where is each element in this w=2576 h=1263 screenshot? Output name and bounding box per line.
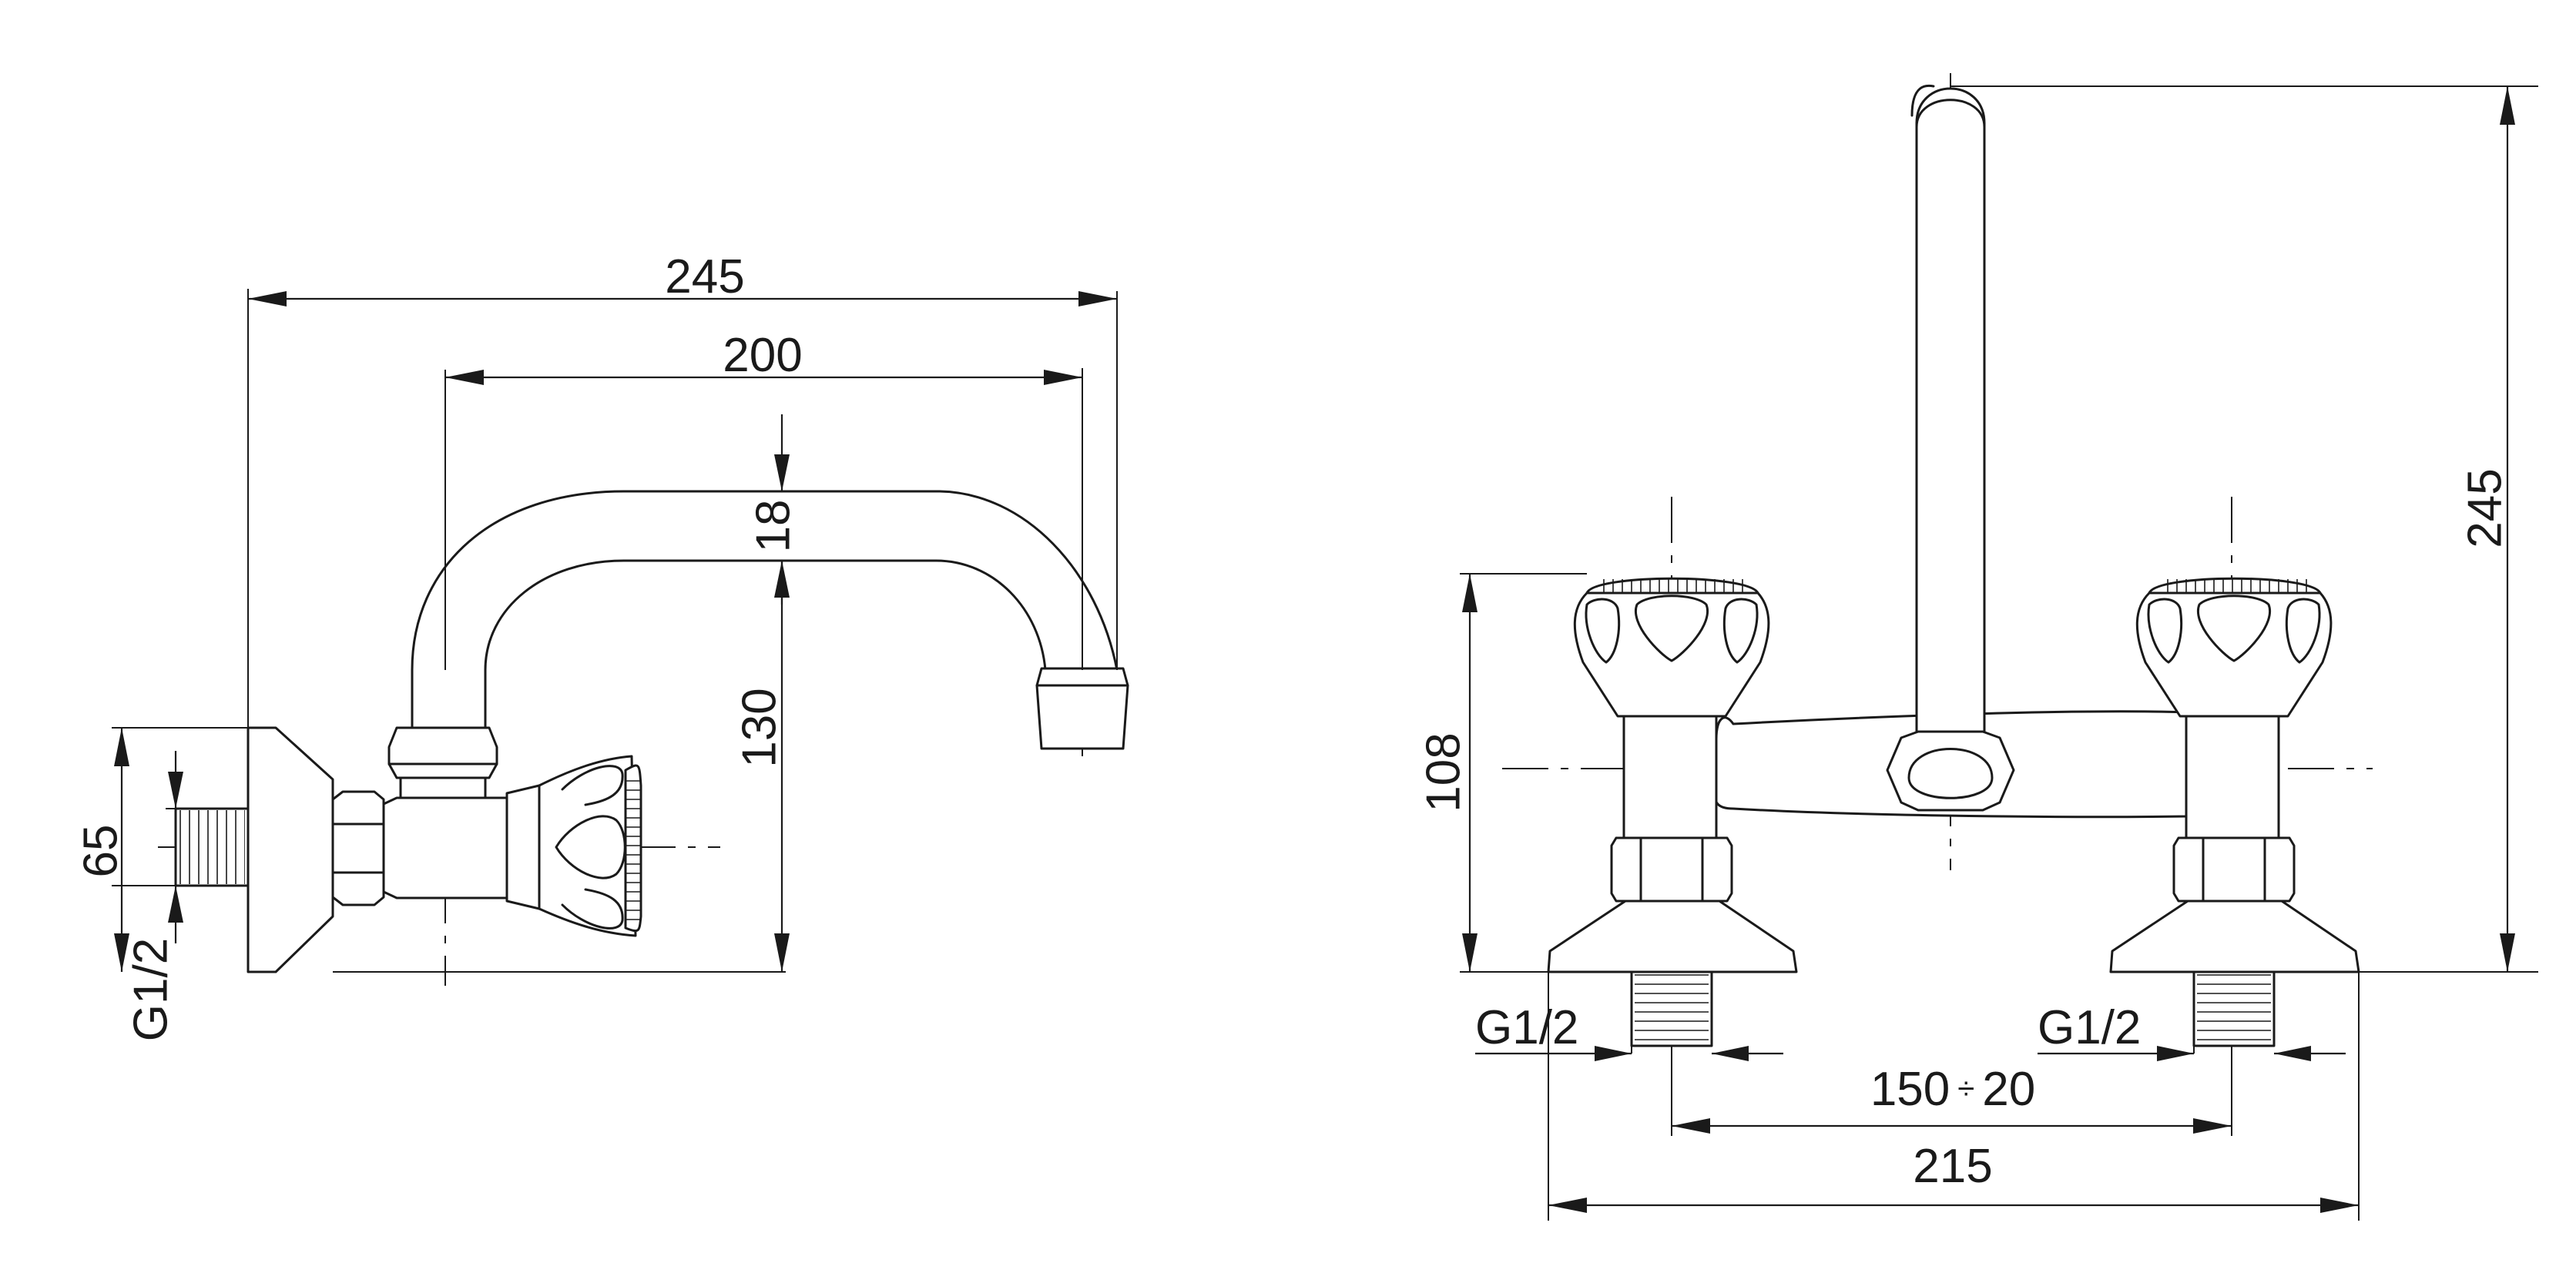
dim-wall-outlet-height: 65	[74, 728, 129, 972]
deck-tap-view: 245 108 G1/2 G1/2	[1417, 73, 2538, 1221]
dim-label-18: 18	[746, 500, 800, 553]
dim-label-g12-wall: G1/2	[124, 938, 177, 1041]
dim-label-245-deck: 245	[2458, 468, 2511, 548]
dim-label-215: 215	[1913, 1140, 1992, 1193]
right-valve-stem	[2185, 715, 2280, 839]
dim-wall-thread: G1/2	[124, 751, 183, 1041]
valve-handle	[538, 755, 637, 937]
handle-knurl	[626, 778, 641, 920]
dim-deck-thread-right: G1/2	[2038, 1001, 2346, 1061]
dim-wall-spout-reach: 200	[445, 329, 1082, 385]
wall-tap-view: 245 200 18 130 65	[74, 250, 1129, 1041]
dim-deck-spacing: 150÷20	[1672, 1063, 2232, 1134]
dim-label-150-20: 150÷20	[1870, 1063, 2035, 1116]
dim-wall-spout-height: 130	[733, 561, 790, 972]
dim-label-g12-right: G1/2	[2038, 1001, 2141, 1054]
left-valve-nut	[1610, 836, 1733, 903]
dim-deck-valve-height: 108	[1417, 574, 1478, 972]
dim-label-g12-left: G1/2	[1475, 1001, 1578, 1054]
dim-deck-height: 245	[2458, 86, 2515, 972]
dim-label-130: 130	[733, 688, 786, 767]
handle-lobe-bottom	[561, 888, 624, 930]
right-valve-assembly	[2109, 577, 2360, 1047]
dim-label-200: 200	[723, 329, 802, 382]
riser-spout	[1915, 87, 1986, 779]
left-valve-assembly	[1547, 577, 1798, 1047]
left-valve-handle	[1573, 591, 1770, 718]
dim-deck-thread-left: G1/2	[1475, 1001, 1783, 1061]
spacing-tolerance-sign: ÷	[1957, 1072, 1974, 1106]
right-valve-flange	[2109, 900, 2360, 973]
valve-bonnet	[505, 784, 541, 910]
right-valve-nut	[2172, 836, 2296, 903]
handle-lobe-top	[561, 765, 624, 806]
spacing-value: 150	[1870, 1063, 1950, 1116]
left-valve-flange	[1547, 900, 1798, 973]
right-valve-handle	[2135, 591, 2333, 718]
dim-label-108: 108	[1417, 732, 1470, 812]
curved-spout	[411, 490, 1119, 729]
dim-label-65: 65	[74, 825, 127, 878]
dim-wall-spout-diameter: 18	[746, 414, 800, 605]
spout-base-nut	[387, 726, 498, 779]
flange-hex-nut	[331, 790, 385, 906]
handle-lobe-middle	[555, 815, 626, 879]
inlet-thread-lines	[179, 810, 245, 884]
dim-wall-overall-length: 245	[248, 250, 1117, 307]
dim-deck-overall-width: 215	[1548, 1140, 2359, 1213]
dim-label-245: 245	[665, 250, 744, 303]
left-valve-stem	[1622, 715, 1718, 839]
valve-body	[382, 796, 508, 900]
spout-aerator	[1035, 667, 1129, 750]
wall-flange	[247, 726, 334, 973]
spacing-tolerance: 20	[1982, 1063, 2035, 1116]
